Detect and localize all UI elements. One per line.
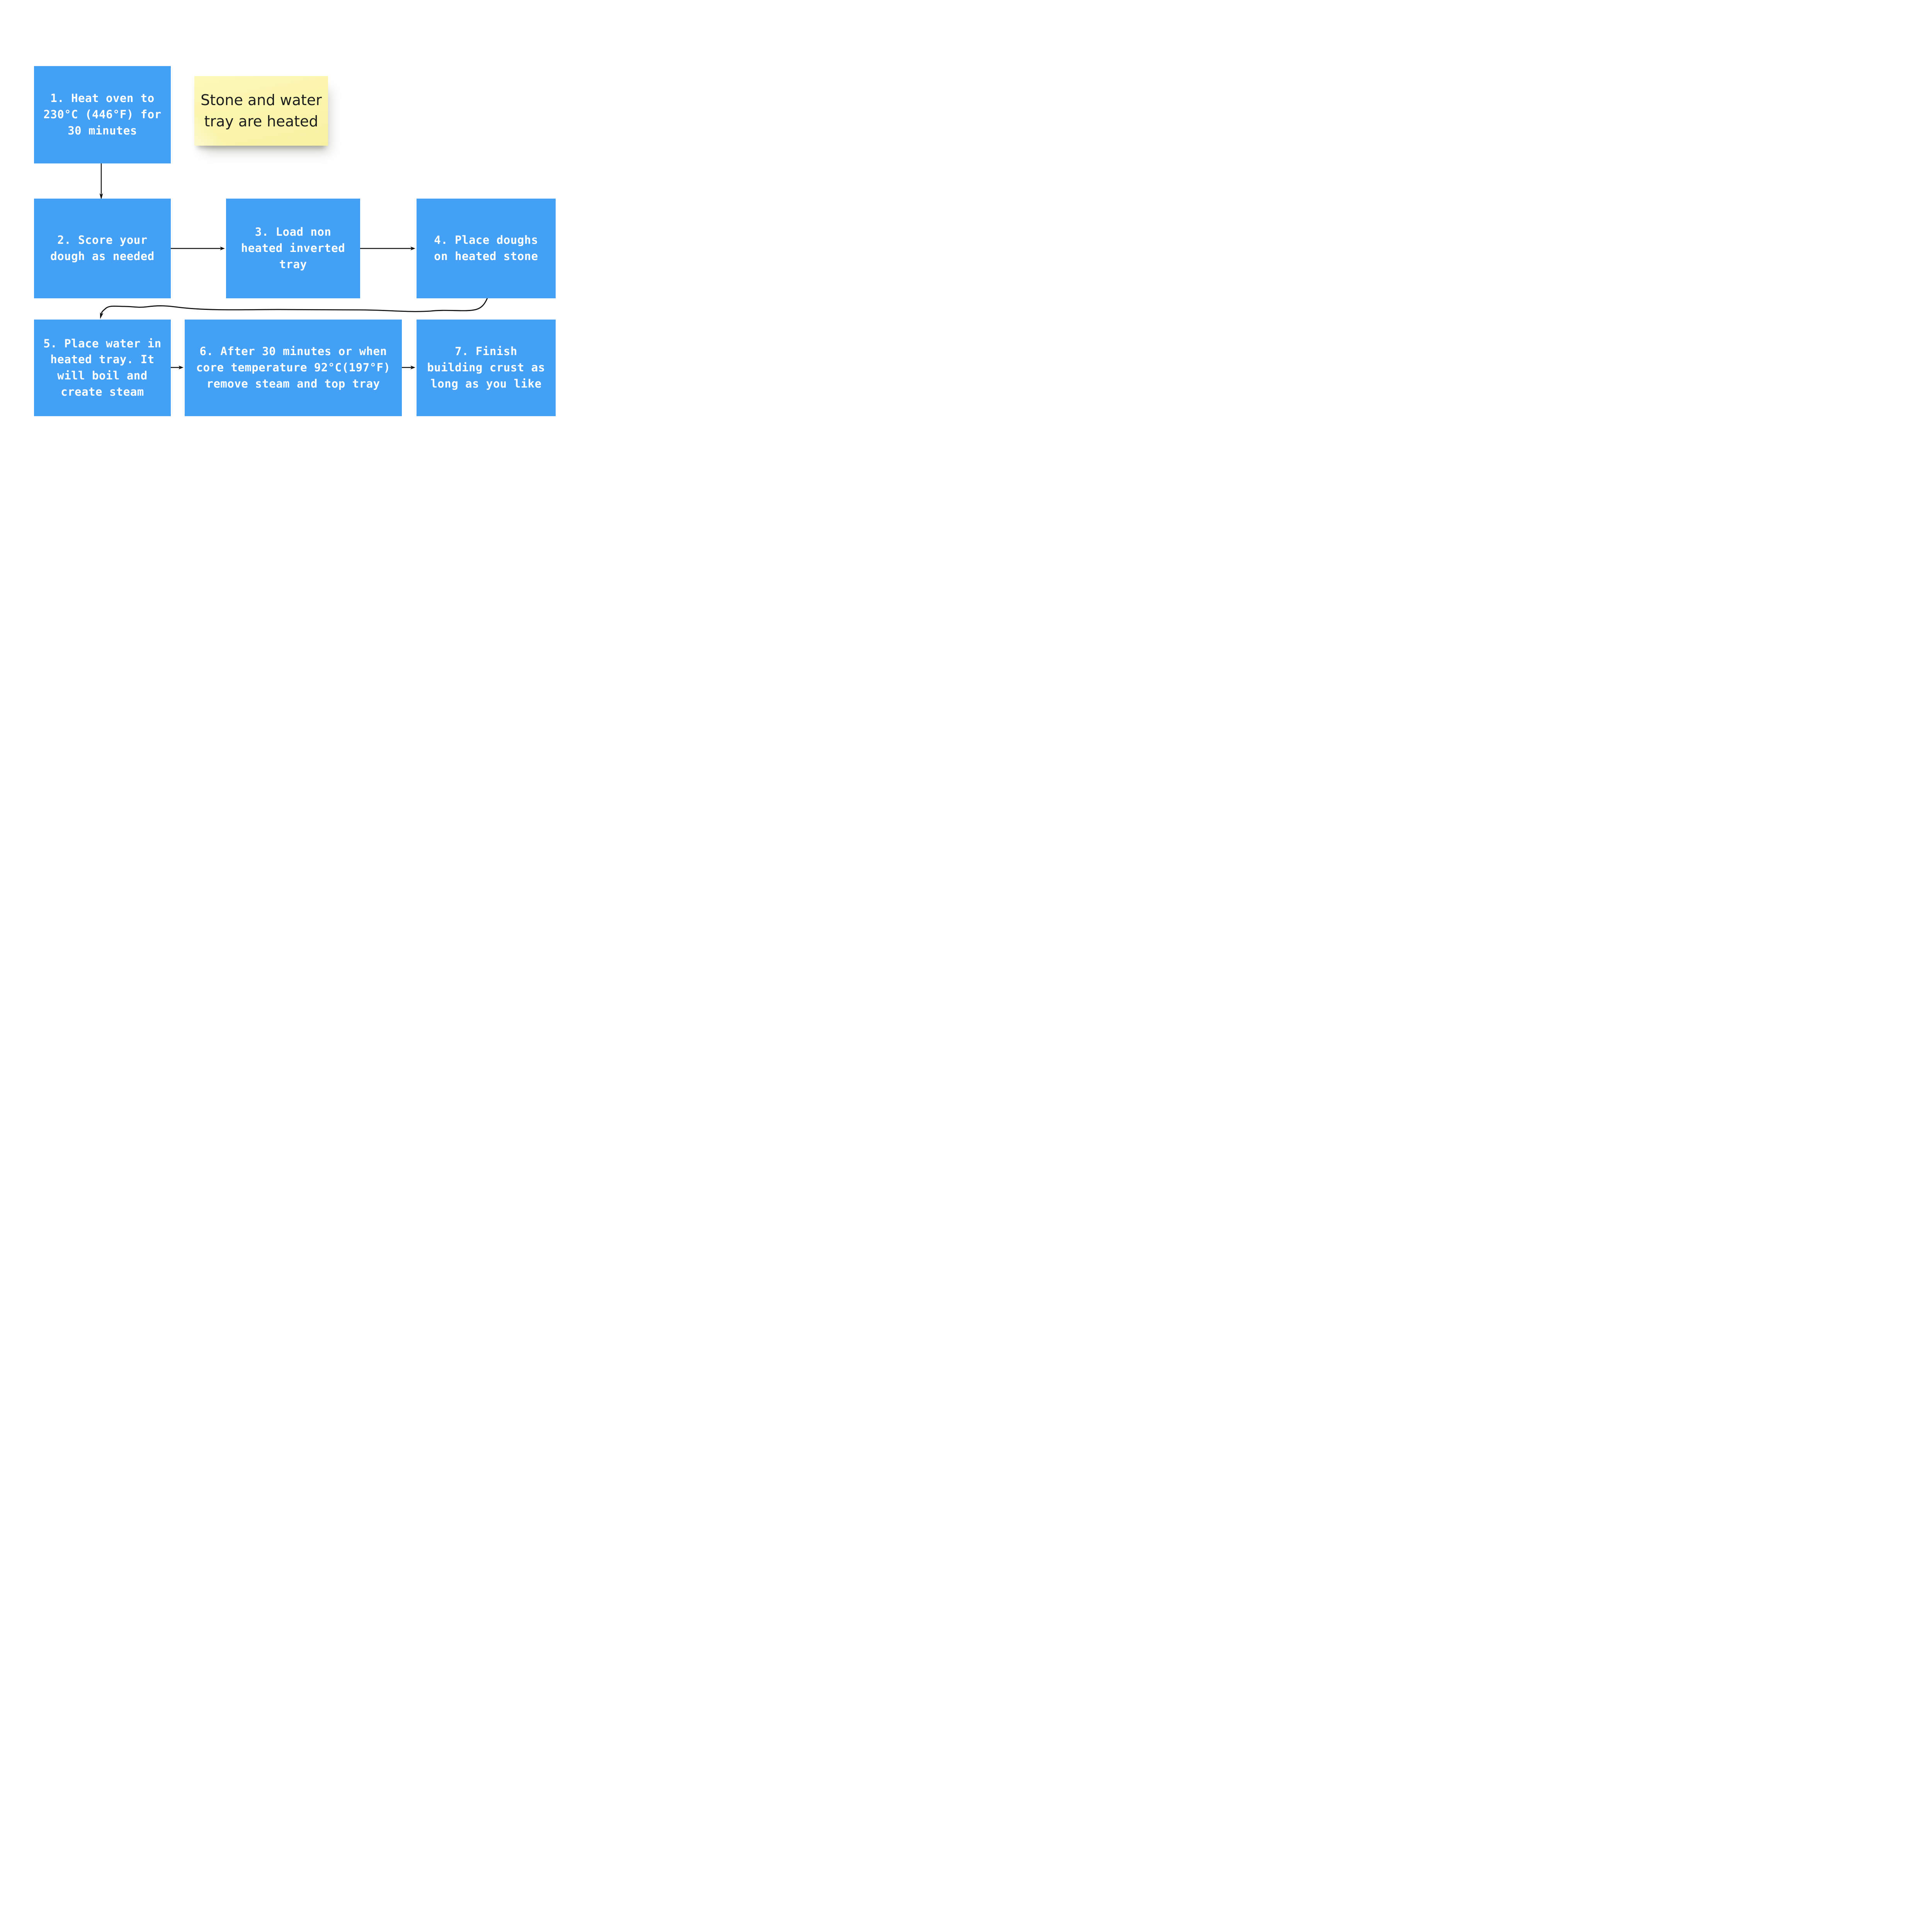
flow-step-4: 4. Place doughs on heated stone: [417, 199, 556, 298]
flow-step-3: 3. Load non heated inverted tray: [226, 199, 360, 298]
sticky-note-text: Stone and water tray are heated: [201, 91, 322, 130]
flowchart-canvas: 1. Heat oven to 230°C (446°F) for 30 min…: [0, 0, 600, 488]
sticky-note: Stone and water tray are heated: [194, 76, 328, 146]
flow-step-1: 1. Heat oven to 230°C (446°F) for 30 min…: [34, 66, 171, 163]
flow-step-6: 6. After 30 minutes or when core tempera…: [185, 320, 402, 416]
flow-step-7: 7. Finish building crust as long as you …: [417, 320, 556, 416]
flow-step-2: 2. Score your dough as needed: [34, 199, 171, 298]
flow-step-5: 5. Place water in heated tray. It will b…: [34, 320, 171, 416]
connector-step4-step5: [100, 298, 488, 319]
